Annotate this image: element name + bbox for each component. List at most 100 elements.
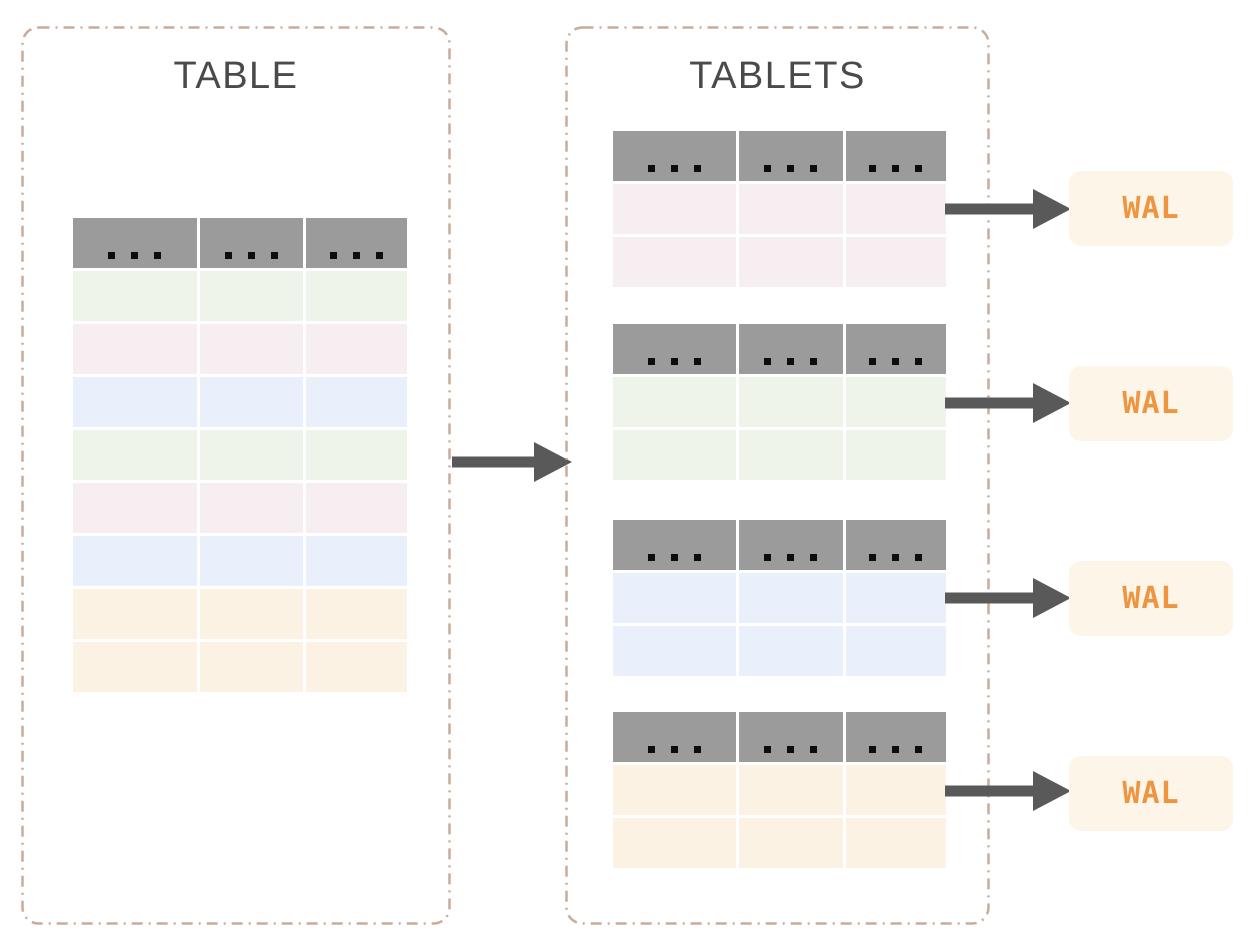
ellipsis-dot-icon <box>376 252 384 259</box>
ellipsis-dot-icon <box>764 746 772 753</box>
table-row <box>73 642 407 692</box>
ellipsis-dot-icon <box>131 252 139 259</box>
header-cell-ellipsis <box>845 520 947 570</box>
table-cell <box>613 765 737 815</box>
table-row <box>73 536 407 586</box>
table-cell <box>739 818 843 868</box>
table-cell <box>845 430 947 480</box>
header-cell-ellipsis <box>739 520 843 570</box>
ellipsis-dot-icon <box>892 554 900 561</box>
table-cell <box>306 642 407 692</box>
table-cell <box>199 589 304 639</box>
ellipsis-dot-icon <box>270 252 278 259</box>
wal-box: WAL <box>1069 171 1233 246</box>
table-panel-title: TABLE <box>173 55 299 97</box>
table-row <box>73 483 407 533</box>
header-cell-ellipsis <box>73 218 197 268</box>
split-flow-arrow-icon <box>452 442 572 482</box>
tablet-to-wal-arrow-icon <box>945 189 1071 229</box>
table-cell <box>199 377 304 427</box>
table-cell <box>199 536 304 586</box>
table-cell <box>73 536 197 586</box>
ellipsis-dot-icon <box>648 554 656 561</box>
table-cell <box>73 377 197 427</box>
ellipsis-dot-icon <box>764 165 772 172</box>
ellipsis-dot-icon <box>892 746 900 753</box>
panel-dashed-border <box>21 26 451 925</box>
wal-label: WAL <box>1122 776 1180 811</box>
table-cell <box>613 430 737 480</box>
wal-box: WAL <box>1069 366 1233 441</box>
table-row <box>73 589 407 639</box>
table-cell <box>739 377 843 427</box>
ellipsis-dot-icon <box>787 554 795 561</box>
ellipsis-dot-icon <box>810 165 818 172</box>
ellipsis-dot-icon <box>869 165 877 172</box>
table-cell <box>73 324 197 374</box>
table-cell <box>73 271 197 321</box>
tablets-panel: TABLETS <box>565 26 990 925</box>
ellipsis-dot-icon <box>764 358 772 365</box>
table-cell <box>73 589 197 639</box>
ellipsis-dot-icon <box>869 554 877 561</box>
table-cell <box>306 377 407 427</box>
table-cell <box>199 271 304 321</box>
ellipsis-dot-icon <box>915 554 923 561</box>
table-cell <box>306 589 407 639</box>
ellipsis-dot-icon <box>915 165 923 172</box>
table-header-row <box>613 324 947 374</box>
tablet-3 <box>613 520 947 676</box>
ellipsis-dot-icon <box>353 252 361 259</box>
wal-box: WAL <box>1069 756 1233 831</box>
ellipsis-dot-icon <box>764 554 772 561</box>
header-cell-ellipsis <box>845 712 947 762</box>
table-cell <box>739 430 843 480</box>
tablet-to-wal-arrow-icon <box>945 383 1071 423</box>
ellipsis-dot-icon <box>671 746 679 753</box>
tablet-1 <box>613 131 947 287</box>
ellipsis-dot-icon <box>810 358 818 365</box>
table-cell <box>845 573 947 623</box>
ellipsis-dot-icon <box>915 358 923 365</box>
table-cell <box>739 184 843 234</box>
table-cell <box>73 483 197 533</box>
ellipsis-dot-icon <box>892 165 900 172</box>
table-cell <box>613 237 737 287</box>
table-cell <box>845 626 947 676</box>
ellipsis-dot-icon <box>869 358 877 365</box>
ellipsis-dot-icon <box>810 746 818 753</box>
ellipsis-dot-icon <box>648 358 656 365</box>
tablet-4 <box>613 712 947 868</box>
ellipsis-dot-icon <box>810 554 818 561</box>
wal-box: WAL <box>1069 561 1233 636</box>
wal-label: WAL <box>1122 386 1180 421</box>
table-header-row <box>613 520 947 570</box>
table-cell <box>306 324 407 374</box>
tablet-2 <box>613 324 947 480</box>
table-cell <box>613 377 737 427</box>
table-grid <box>73 218 407 692</box>
table-cell <box>73 430 197 480</box>
ellipsis-dot-icon <box>694 358 702 365</box>
tablet-to-wal-arrow-icon <box>945 771 1071 811</box>
ellipsis-dot-icon <box>224 252 232 259</box>
header-cell-ellipsis <box>613 324 737 374</box>
ellipsis-dot-icon <box>648 165 656 172</box>
header-cell-ellipsis <box>739 324 843 374</box>
ellipsis-dot-icon <box>671 554 679 561</box>
table-row <box>73 271 407 321</box>
ellipsis-dot-icon <box>330 252 338 259</box>
header-cell-ellipsis <box>739 131 843 181</box>
table-cell <box>306 483 407 533</box>
wal-label: WAL <box>1122 581 1180 616</box>
table-cell <box>199 324 304 374</box>
table-cell <box>199 430 304 480</box>
header-cell-ellipsis <box>845 131 947 181</box>
ellipsis-dot-icon <box>671 358 679 365</box>
table-cell <box>73 642 197 692</box>
table-cell <box>306 271 407 321</box>
ellipsis-dot-icon <box>892 358 900 365</box>
table-cell <box>739 573 843 623</box>
table-cell <box>199 642 304 692</box>
